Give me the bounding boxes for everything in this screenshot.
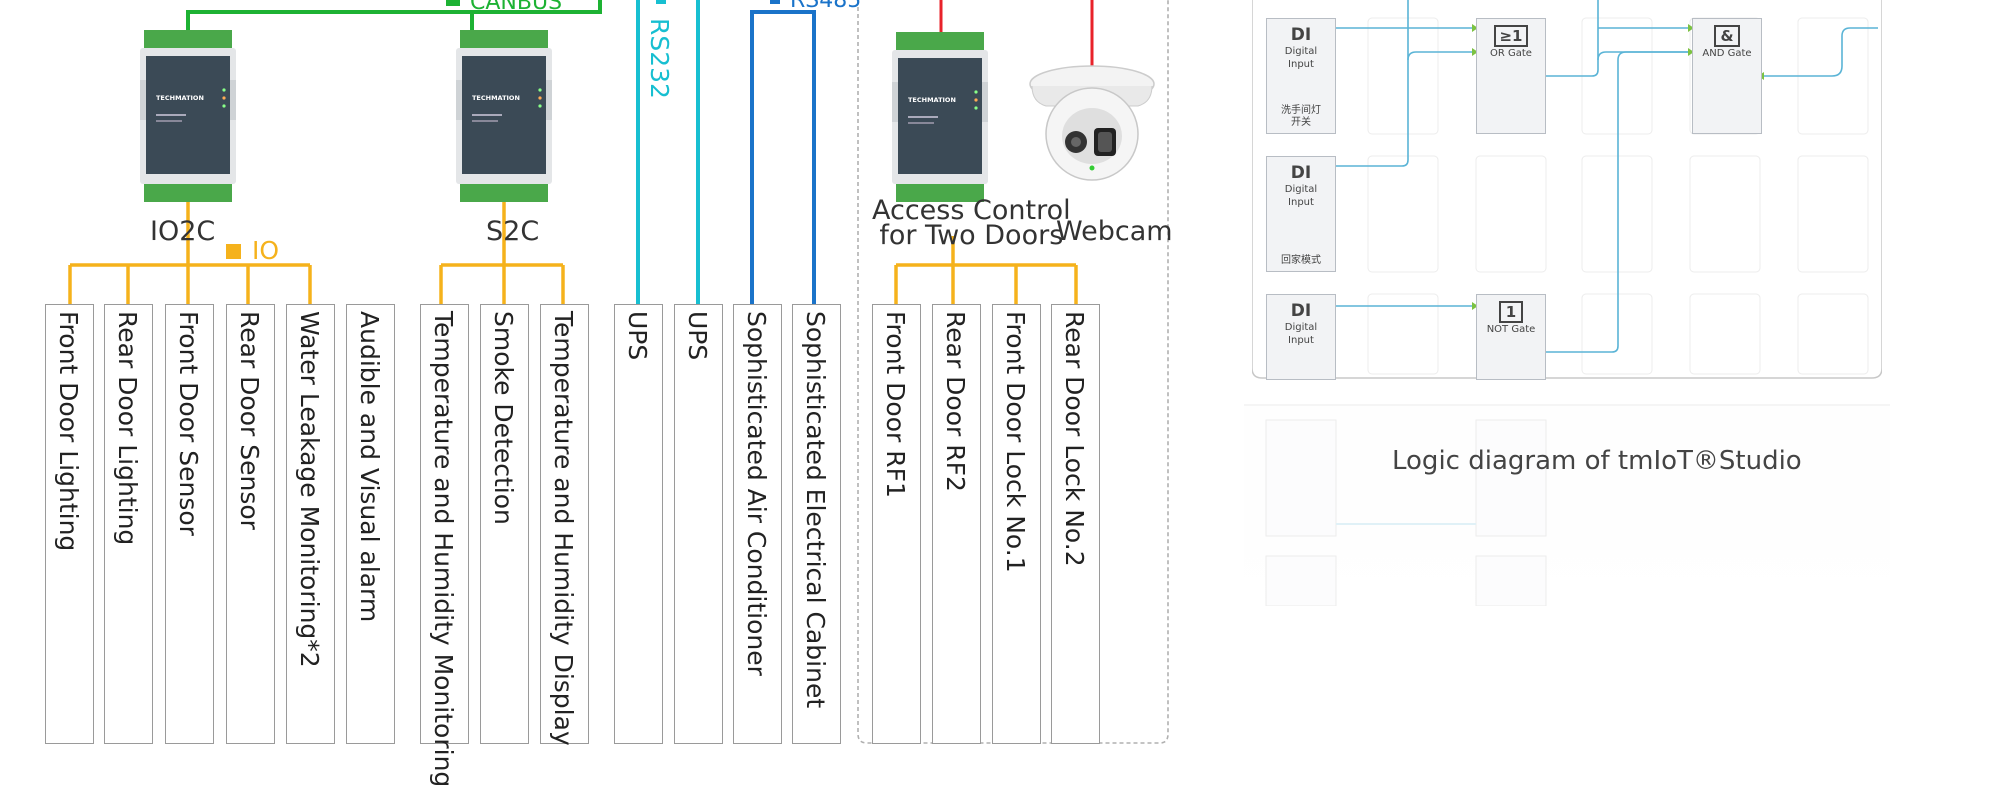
di-block-1: DI Digital Input 洗手间灯 开关 <box>1266 18 1336 134</box>
logic-diagram-panel: DI Digital Input 洗手间灯 开关 DI Digital Inpu… <box>1252 0 1882 380</box>
svg-text:TECHMATION: TECHMATION <box>156 94 204 102</box>
endpoint-front-door-sensor: Front Door Sensor <box>165 304 214 744</box>
s2c-bracket <box>439 200 565 304</box>
svg-text:TECHMATION: TECHMATION <box>472 94 520 102</box>
access-control-module: TECHMATION <box>892 32 988 202</box>
endpoint-rear-door-lighting: Rear Door Lighting <box>104 304 153 744</box>
endpoint-ups-1: UPS <box>614 304 663 744</box>
endpoint-rear-door-sensor: Rear Door Sensor <box>226 304 275 744</box>
endpoint-front-door-rf1: Front Door RF1 <box>872 304 921 744</box>
endpoint-front-door-lighting: Front Door Lighting <box>45 304 94 744</box>
io-marker <box>226 244 241 259</box>
rs232-label: RS232 <box>645 18 674 99</box>
canbus-marker <box>446 0 460 6</box>
endpoint-ups-2: UPS <box>674 304 723 744</box>
endpoint-temp-humidity-display: Temperature and Humidity Display <box>540 304 589 746</box>
di-block-2: DI Digital Input 回家模式 <box>1266 156 1336 272</box>
endpoint-smoke-detection: Smoke Detection <box>480 304 529 744</box>
rs485-marker <box>770 0 780 4</box>
s2c-label: S2C <box>486 216 540 247</box>
endpoint-water-leakage: Water Leakage Monitoring*2 <box>286 304 335 744</box>
io2c-module: TECHMATION <box>140 30 236 202</box>
access-frame <box>857 0 1169 744</box>
logic-reflection <box>1244 404 1890 606</box>
access-control-label: Access Control for Two Doors <box>872 195 1071 251</box>
endpoint-air-conditioner: Sophisticated Air Conditioner <box>733 304 782 744</box>
logic-diagram-caption: Logic diagram of tmIoT®Studio <box>1392 446 1802 476</box>
and-gate-block: & AND Gate <box>1692 18 1762 134</box>
endpoint-electrical-cabinet: Sophisticated Electrical Cabinet <box>792 304 841 744</box>
canbus-wire <box>186 0 602 30</box>
io2c-label: IO2C <box>150 216 216 247</box>
endpoint-rear-door-lock-2: Rear Door Lock No.2 <box>1051 304 1100 744</box>
io-bracket <box>68 200 312 304</box>
access-bracket <box>894 236 1078 304</box>
rs485-wire <box>750 10 816 304</box>
or-gate-block: ≥1 OR Gate <box>1476 18 1546 134</box>
webcam-icon <box>1029 65 1155 181</box>
svg-text:TECHMATION: TECHMATION <box>908 96 956 104</box>
rs485-label: RS485 <box>790 0 862 13</box>
logic-grid <box>1252 0 1882 379</box>
rs232-marker <box>656 0 666 4</box>
endpoint-temp-humidity-monitoring: Temperature and Humidity Monitoring <box>420 304 469 787</box>
di-block-3: DI Digital Input <box>1266 294 1336 380</box>
s2c-module: TECHMATION <box>456 30 552 202</box>
endpoint-rear-door-rf2: Rear Door RF2 <box>932 304 981 744</box>
endpoint-front-door-lock-1: Front Door Lock No.1 <box>992 304 1041 744</box>
webcam-label: Webcam <box>1056 216 1173 247</box>
endpoint-audible-visual-alarm: Audible and Visual alarm <box>346 304 395 744</box>
io-label: IO <box>252 236 280 265</box>
canbus-label: CANBUS <box>470 0 563 15</box>
not-gate-block: 1 NOT Gate <box>1476 294 1546 380</box>
